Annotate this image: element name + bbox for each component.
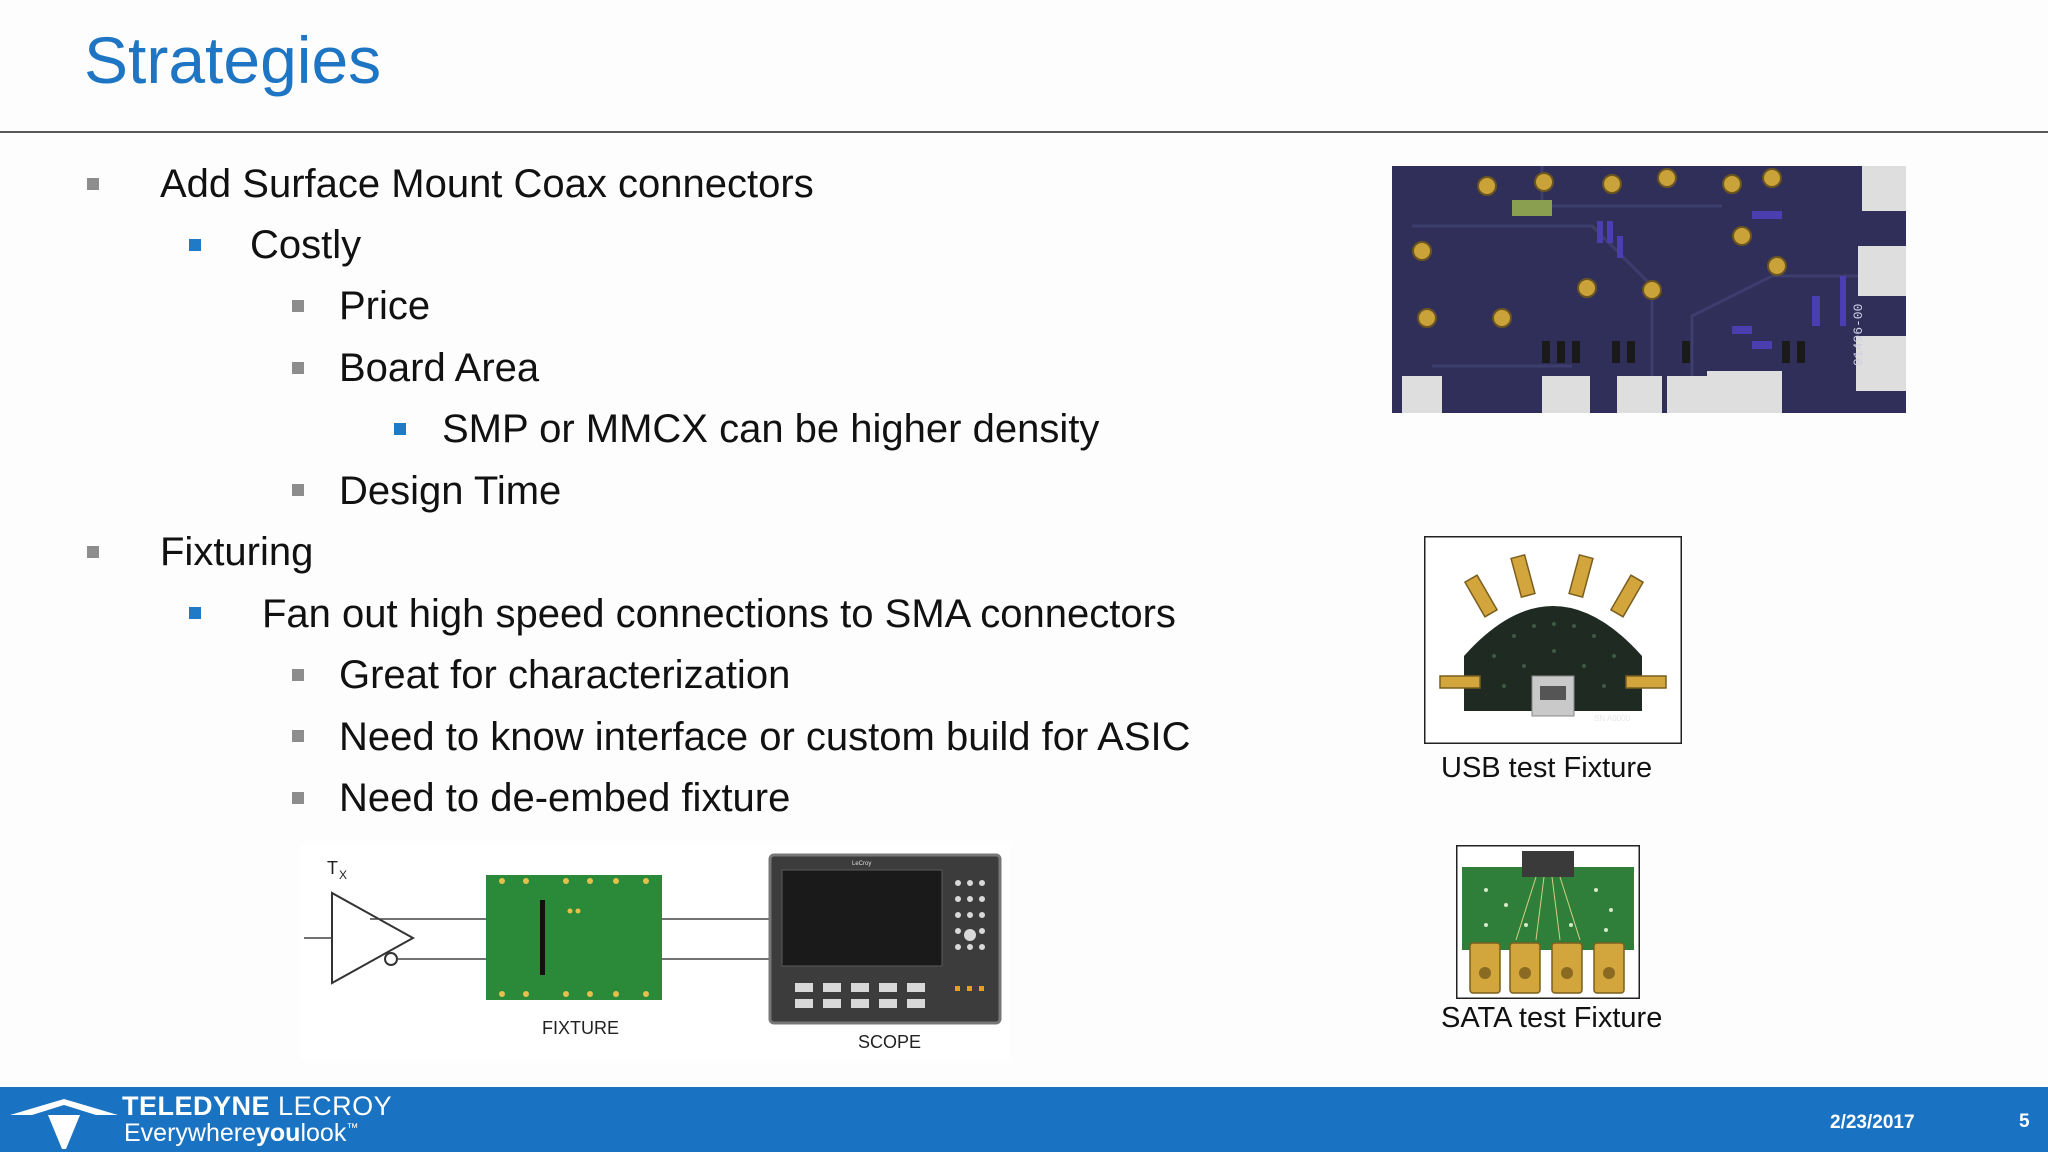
- bullet-item: Fan out high speed connections to SMA co…: [262, 592, 1176, 636]
- usb-caption: USB test Fixture: [1441, 752, 1653, 784]
- bullet-marker: [292, 792, 304, 804]
- bullet-item: Fixturing: [160, 530, 314, 574]
- pcb-board-image: 91496-00: [1392, 166, 1906, 413]
- bullet-marker: [189, 239, 201, 251]
- bullet-marker: [292, 669, 304, 681]
- sata-caption: SATA test Fixture: [1441, 1002, 1663, 1034]
- bullet-item: Need to know interface or custom build f…: [339, 715, 1191, 759]
- board-silkscreen: 91496-00: [1851, 304, 1866, 366]
- signal-lines: [304, 918, 770, 960]
- bullet-marker: [87, 178, 99, 190]
- brand-name-bold: TELEDYNE: [122, 1091, 271, 1121]
- teledyne-logo-icon: [10, 1099, 118, 1149]
- bullet-marker: [87, 546, 99, 558]
- slide-page-number: 5: [2019, 1111, 2030, 1132]
- footer-tagline: Everywhereyoulook™: [124, 1119, 358, 1148]
- bullet-item: SMP or MMCX can be higher density: [442, 407, 1100, 451]
- sata-fixture-image: [1456, 845, 1640, 999]
- bullet-item: Costly: [250, 223, 362, 267]
- title-divider: [0, 131, 2048, 133]
- bullet-item: Price: [339, 284, 431, 328]
- bullet-marker: [189, 607, 201, 619]
- bullet-item: Add Surface Mount Coax connectors: [160, 162, 814, 206]
- tagline-trademark: ™: [346, 1120, 359, 1135]
- bullet-item: Great for characterization: [339, 653, 791, 697]
- scope-label: SCOPE: [858, 1032, 921, 1052]
- slide-date: 2/23/2017: [1830, 1112, 1915, 1133]
- bullet-item: Need to de-embed fixture: [339, 776, 791, 820]
- usb-fixture-image: SN A0000: [1424, 536, 1682, 744]
- tagline-part: you: [256, 1119, 301, 1147]
- slide-title: Strategies: [84, 23, 382, 97]
- bullet-marker: [292, 730, 304, 742]
- bullet-item: Board Area: [339, 346, 540, 390]
- bullet-marker: [292, 300, 304, 312]
- bullet-marker: [292, 484, 304, 496]
- fixture-label: FIXTURE: [542, 1018, 619, 1038]
- tagline-part: Everywhere: [124, 1119, 256, 1147]
- tagline-part: look: [300, 1119, 347, 1147]
- bullet-marker: [292, 362, 304, 374]
- footer-brand: TELEDYNE LECROY: [122, 1091, 392, 1122]
- tx-subscript: X: [339, 868, 347, 882]
- fixture-board: [486, 875, 662, 1000]
- scope-brand: LeCroy: [852, 861, 871, 867]
- signal-path-diagram: T X FIXTURE LeCroy SCOPE: [300, 845, 1010, 1060]
- bullet-item: Design Time: [339, 469, 562, 513]
- usb-serial-label: SN A0000: [1594, 714, 1631, 723]
- footer-bar: [0, 1087, 2048, 1152]
- tx-label: T: [327, 858, 338, 878]
- bullet-marker: [394, 423, 406, 435]
- brand-name-thin: LECROY: [278, 1091, 393, 1121]
